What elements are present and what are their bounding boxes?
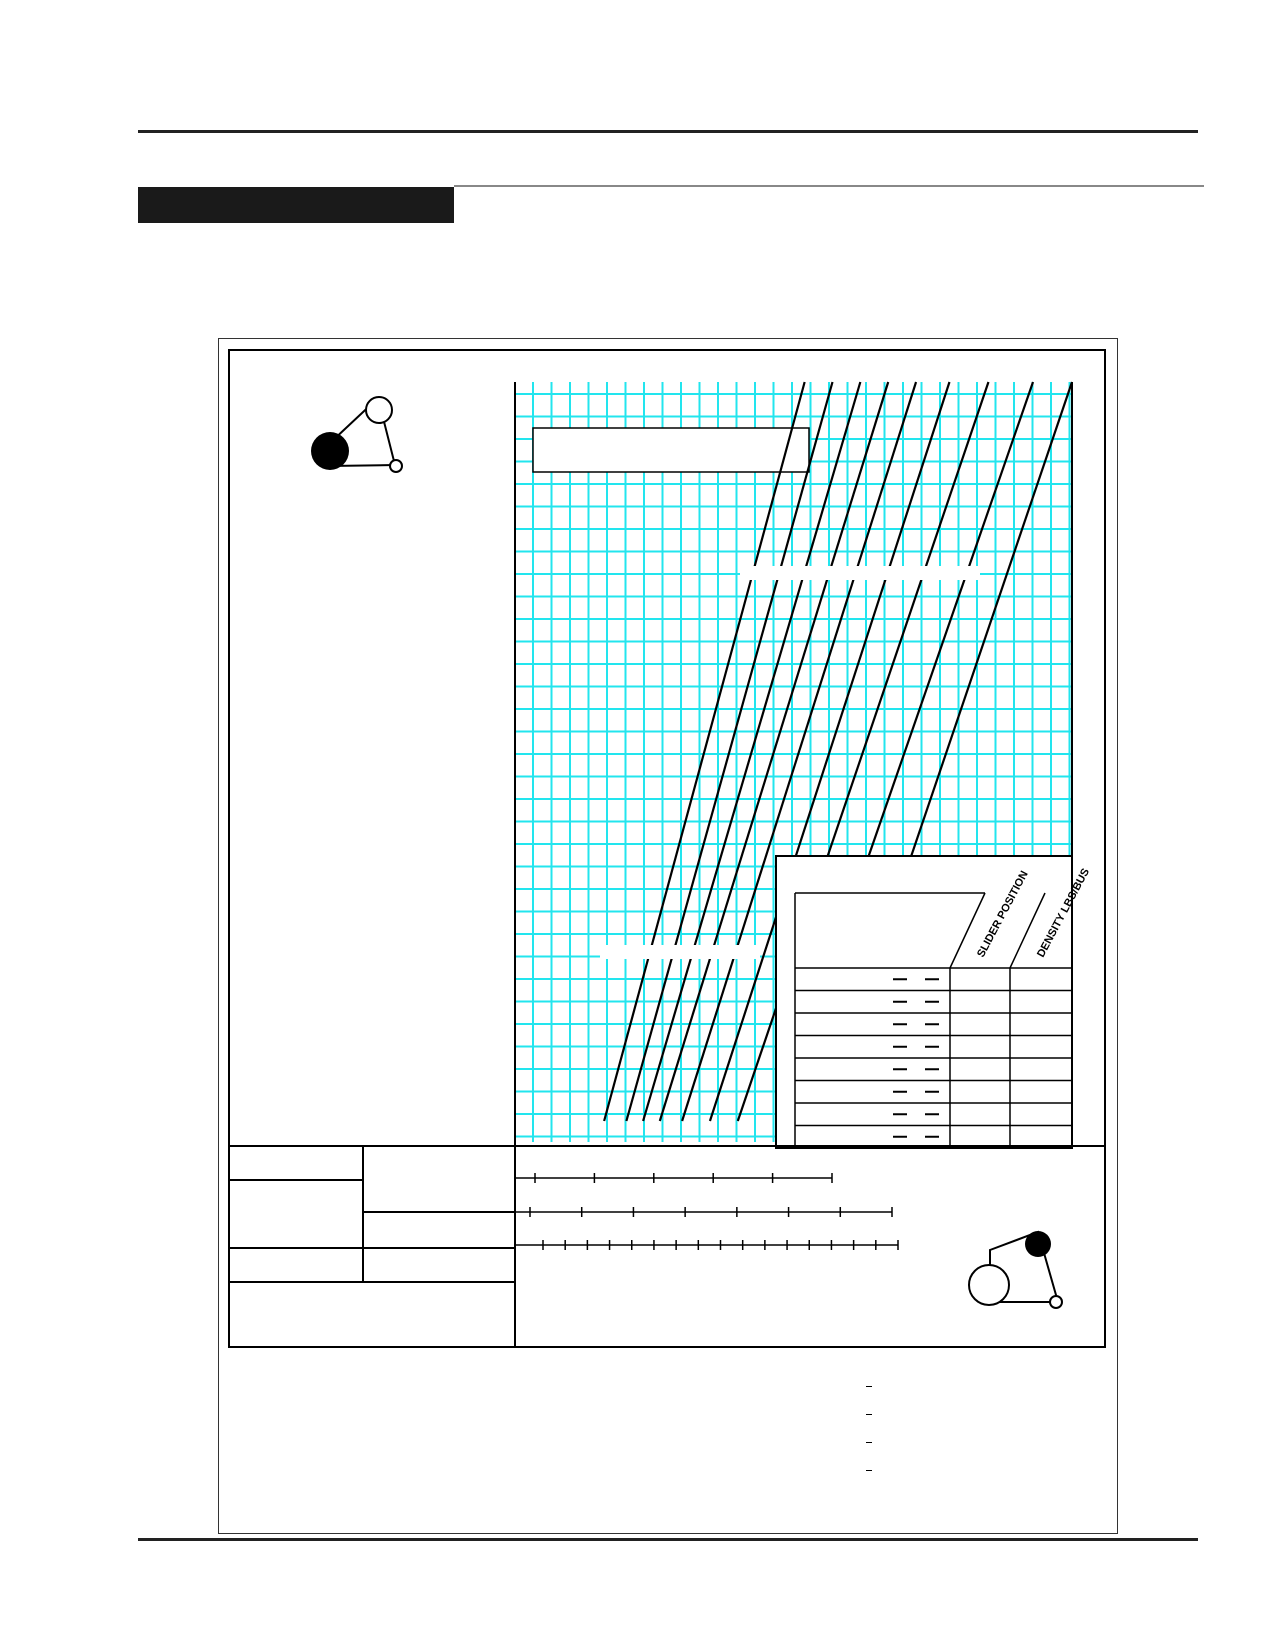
note-dash-3 (866, 1442, 872, 1443)
series-line-5 (681, 381, 918, 1122)
belt-drive-icon-bottom (968, 1230, 1063, 1309)
chart-break-band-upper (740, 566, 980, 580)
series-line-1 (603, 381, 806, 1122)
note-dash-1 (866, 1386, 872, 1387)
note-dash-4 (866, 1470, 872, 1471)
settings-table-diag-2 (1009, 892, 1046, 969)
settings-table-diag-1 (949, 892, 986, 969)
x-scales (515, 1173, 899, 1250)
series-line-4 (658, 381, 890, 1122)
series-line-3 (642, 381, 862, 1122)
settings-table-frame (775, 855, 1073, 1149)
settings-table: SLIDER POSITION DENSITY LBS/BUS (775, 855, 1092, 1149)
section-header-bar (138, 187, 454, 223)
note-dash-2 (866, 1414, 872, 1415)
section-header-rule (454, 185, 1204, 187)
chart-card-frame (218, 338, 1118, 1534)
series-line-6 (708, 381, 951, 1122)
bottom-rule (138, 1538, 1198, 1541)
chart-break-band-lower (600, 945, 760, 959)
chart-label-box (532, 427, 810, 473)
series-line-2 (625, 381, 834, 1122)
belt-drive-icon-top (311, 396, 403, 473)
chart-inner-frame (228, 349, 1106, 1348)
settings-table-rows (795, 967, 1072, 1138)
top-rule (138, 130, 1198, 133)
